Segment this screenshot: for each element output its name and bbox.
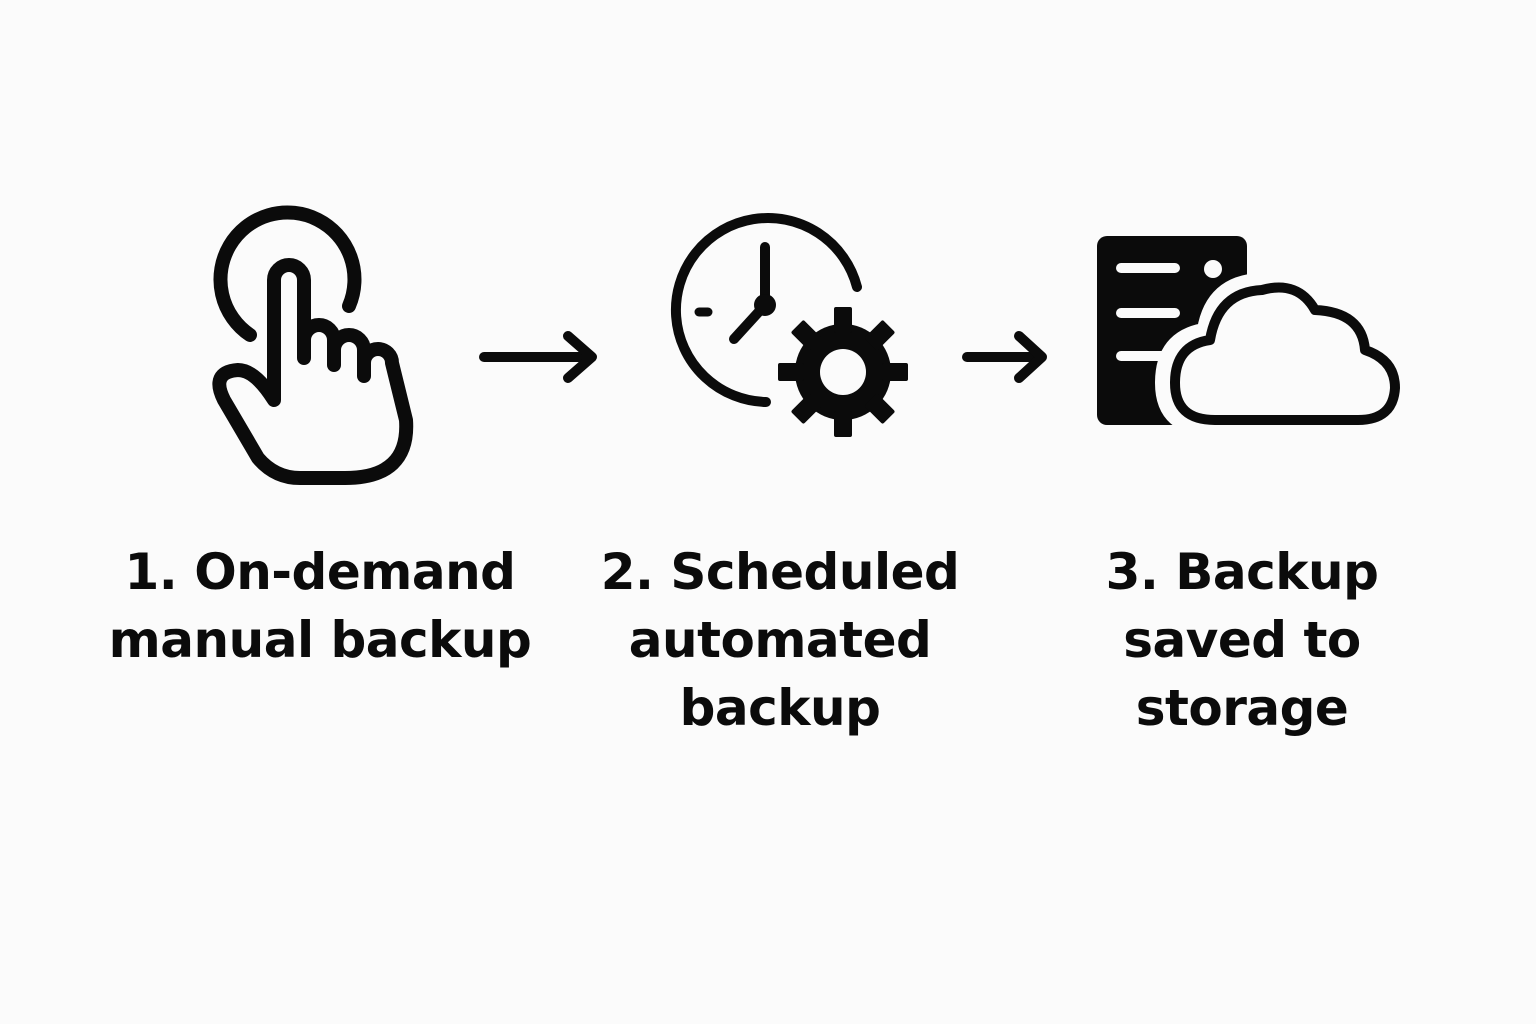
step-2-label-line-2: automated (628, 611, 932, 669)
step-3-label-line-2: saved to (1123, 611, 1361, 669)
step-2-label-line-1: 2. Scheduled (600, 543, 960, 601)
step-1-label-line-2: manual backup (108, 611, 532, 669)
step-1-label: 1. On-demand manual backup (102, 538, 538, 674)
step-1-label-line-1: 1. On-demand (124, 543, 516, 601)
step-2-label: 2. Scheduled automated backup (580, 538, 980, 742)
step-3-label: 3. Backup saved to storage (1062, 538, 1422, 742)
step-3-label-line-1: 3. Backup (1105, 543, 1379, 601)
step-3-label-line-3: storage (1135, 679, 1349, 737)
step-2-label-line-3: backup (679, 679, 881, 737)
